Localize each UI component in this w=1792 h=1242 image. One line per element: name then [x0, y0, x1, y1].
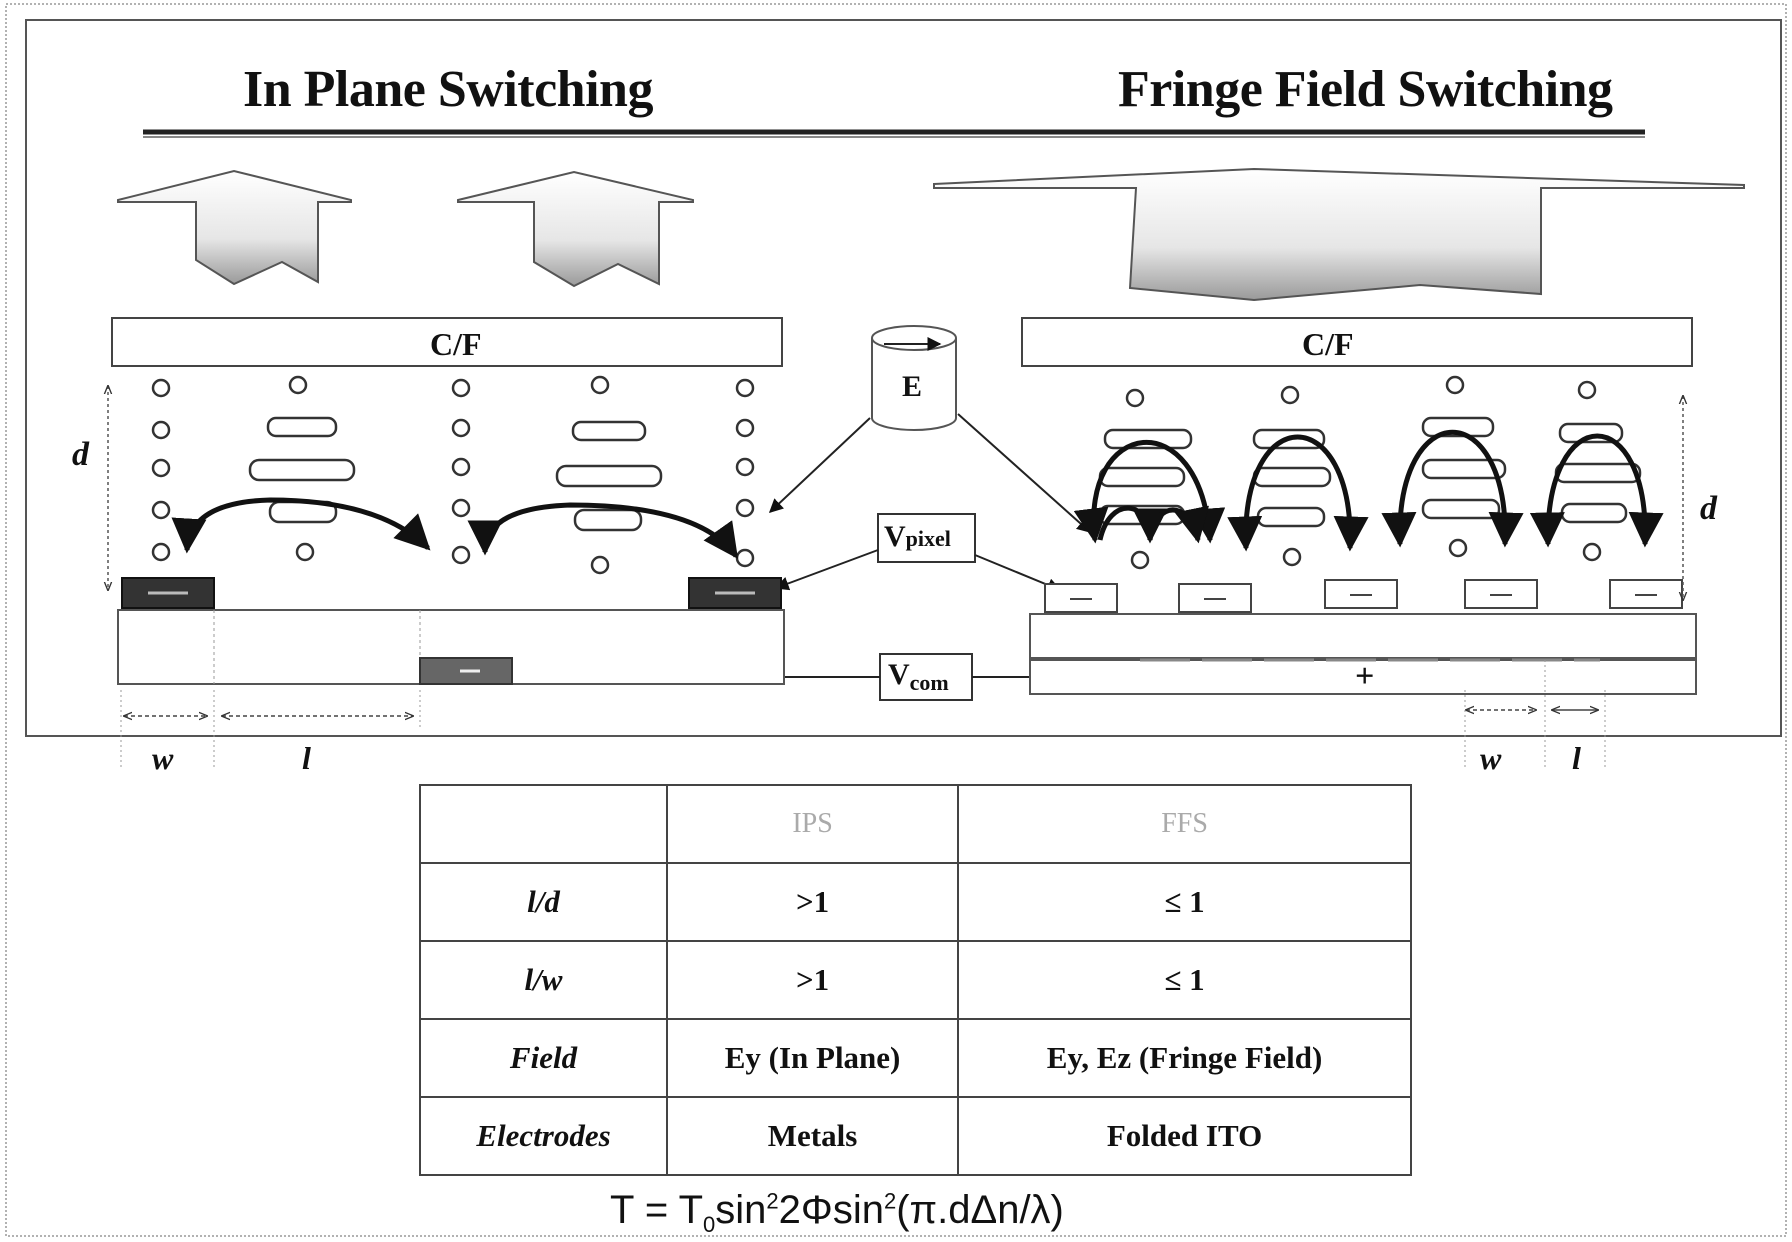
table-header-row: IPS FFS — [419, 784, 1412, 864]
ffs-pixel-electrodes — [1044, 579, 1683, 613]
table-row: l/d >1 ≤ 1 — [419, 862, 1412, 942]
ffs-plus-label: + — [1355, 658, 1375, 695]
ffs-cf-label: C/F — [1302, 326, 1354, 362]
ips-field-arrow — [171, 497, 431, 554]
ffs-value: ≤ 1 — [957, 940, 1412, 1020]
vcom-box — [879, 653, 973, 701]
ips-lc-molecules — [151, 375, 755, 575]
ffs-l-label: l — [1572, 740, 1581, 776]
table-row: Electrodes Metals Folded ITO — [419, 1096, 1412, 1176]
ffs-insulator-layer — [1029, 613, 1697, 659]
ips-l-label: l — [302, 740, 311, 776]
ffs-value: Folded ITO — [957, 1096, 1412, 1176]
ips-value: Metals — [665, 1096, 960, 1176]
ffs-title: Fringe Field Switching — [1118, 61, 1613, 118]
ips-value: >1 — [665, 862, 960, 942]
e-field-label: E — [902, 370, 923, 403]
table-header-cell: IPS — [665, 784, 960, 864]
ffs-w-label: w — [1480, 740, 1502, 776]
row-label: l/d — [419, 862, 668, 942]
ffs-value: ≤ 1 — [957, 862, 1412, 942]
ips-field-arrow — [467, 502, 739, 559]
light-arrow-icon — [457, 170, 694, 288]
transmittance-formula: T = T0sin22Φsin2(π.dΔn/λ) — [610, 1188, 1064, 1237]
table-row: Field Ey (In Plane) Ey, Ez (Fringe Field… — [419, 1018, 1412, 1098]
table-header-cell — [419, 784, 668, 864]
vcom-label: Vcom — [888, 658, 949, 695]
ffs-cf-bar — [1021, 317, 1693, 367]
light-arrow-icon — [117, 169, 352, 286]
ffs-common-layer — [1029, 659, 1697, 695]
ips-w-label: w — [152, 740, 174, 776]
row-label: l/w — [419, 940, 668, 1020]
table-row: l/w >1 ≤ 1 — [419, 940, 1412, 1020]
ffs-fringe-field-arrows — [1073, 430, 1664, 552]
ffs-value: Ey, Ez (Fringe Field) — [957, 1018, 1412, 1098]
ffs-lc-molecules — [1125, 375, 1602, 570]
comparison-table: IPS FFS l/d >1 ≤ 1 l/w >1 ≤ 1 Field Ey (… — [419, 784, 1412, 1176]
ips-d-label: d — [72, 436, 89, 473]
row-label: Electrodes — [419, 1096, 668, 1176]
vpixel-box — [877, 513, 976, 563]
e-field-cylinder-icon — [871, 325, 957, 431]
ips-cf-bar — [111, 317, 783, 367]
diagram-frame — [25, 19, 1782, 737]
ips-value: >1 — [665, 940, 960, 1020]
table-header-cell: FFS — [957, 784, 1412, 864]
light-arrow-icon — [933, 167, 1745, 302]
vpixel-label: Vpixel — [884, 520, 951, 553]
ips-title: In Plane Switching — [243, 61, 653, 118]
ips-value: Ey (In Plane) — [665, 1018, 960, 1098]
row-label: Field — [419, 1018, 668, 1098]
outer-frame — [5, 3, 1787, 1237]
ffs-d-label: d — [1700, 490, 1717, 527]
ips-cf-label: C/F — [430, 326, 482, 362]
